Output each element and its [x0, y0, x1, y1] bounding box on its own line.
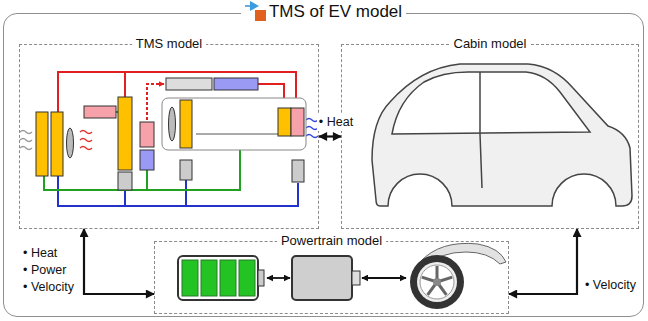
system-frame: TMS of EV modelTMS modelCabin modelPower… [3, 13, 644, 317]
tms-component [166, 78, 212, 90]
flow-label: • Velocity [583, 277, 638, 294]
tms-component [180, 100, 192, 148]
coolant-pipe [124, 72, 126, 97]
motor-symbol [352, 271, 360, 285]
label-holder: • Velocity [583, 277, 638, 294]
title-icon [245, 0, 269, 23]
link-arrow [267, 277, 290, 279]
wheel-symbol [410, 243, 506, 309]
tms-component [292, 160, 304, 182]
wheel-symbol [410, 255, 464, 309]
battery-symbol [201, 260, 217, 296]
tms-component [84, 106, 116, 118]
car-silhouette [372, 64, 632, 206]
battery-symbol [178, 256, 264, 300]
air-flow [20, 139, 32, 142]
air-flow [20, 131, 32, 134]
motor-symbol [292, 256, 360, 300]
battery-symbol [239, 260, 255, 296]
tms-component [140, 150, 154, 170]
air-flow [80, 147, 92, 150]
tms-component [196, 134, 278, 135]
motor-symbol [292, 256, 352, 300]
tms-component [180, 160, 192, 180]
tms-component [214, 78, 258, 90]
wheel-symbol [422, 266, 452, 295]
coolant-pipe [185, 180, 187, 206]
tms-component [162, 98, 306, 150]
tms-component [67, 128, 74, 158]
tms-component [140, 122, 154, 147]
tms-component [118, 97, 132, 170]
flow-label: • Heat • Power • Velocity [21, 245, 76, 296]
battery-symbol [178, 256, 258, 300]
tms-component [118, 172, 132, 190]
model-title: Cabin model [450, 36, 531, 52]
battery-symbol [182, 260, 198, 296]
air-flow [306, 127, 318, 130]
battery-symbol [220, 260, 236, 296]
wheel-symbol [417, 262, 457, 302]
coolant-pipe [124, 190, 126, 206]
air-flow [80, 131, 92, 134]
air-flow [306, 135, 318, 138]
title-icon [255, 10, 266, 21]
coolant-pipe [147, 84, 164, 120]
tms-component [51, 112, 63, 176]
flow-label: • Heat [317, 114, 355, 131]
air-flow [20, 147, 32, 150]
model-title: TMS model [132, 36, 206, 52]
tms-component [278, 108, 291, 136]
label-holder: • Heat • Power • Velocity [21, 245, 76, 296]
tms-component [36, 78, 306, 190]
car-silhouette [392, 72, 590, 134]
tms-component [291, 108, 304, 136]
battery-symbol [258, 270, 264, 286]
wheel-symbol [433, 278, 441, 286]
wheel-symbol [420, 265, 454, 299]
car-silhouette [480, 72, 482, 188]
model-box: TMS model [19, 44, 319, 229]
label-holder: • Heat [317, 114, 355, 131]
title-icon [250, 1, 259, 11]
battery-symbol [182, 260, 255, 296]
air-flow [80, 139, 92, 142]
data-flow-arrow [509, 229, 577, 294]
link-arrow [362, 277, 406, 279]
coolant-pipe [147, 150, 240, 190]
air-flow [306, 119, 318, 122]
model-box: Cabin model [341, 44, 639, 229]
tms-component [36, 112, 48, 176]
tms-component [169, 107, 176, 141]
data-flow-arrow [319, 135, 341, 137]
data-flow-arrow [84, 229, 154, 294]
model-title: Powertrain model [277, 233, 386, 249]
car-silhouette [372, 64, 632, 206]
model-box: Powertrain model [154, 241, 509, 314]
